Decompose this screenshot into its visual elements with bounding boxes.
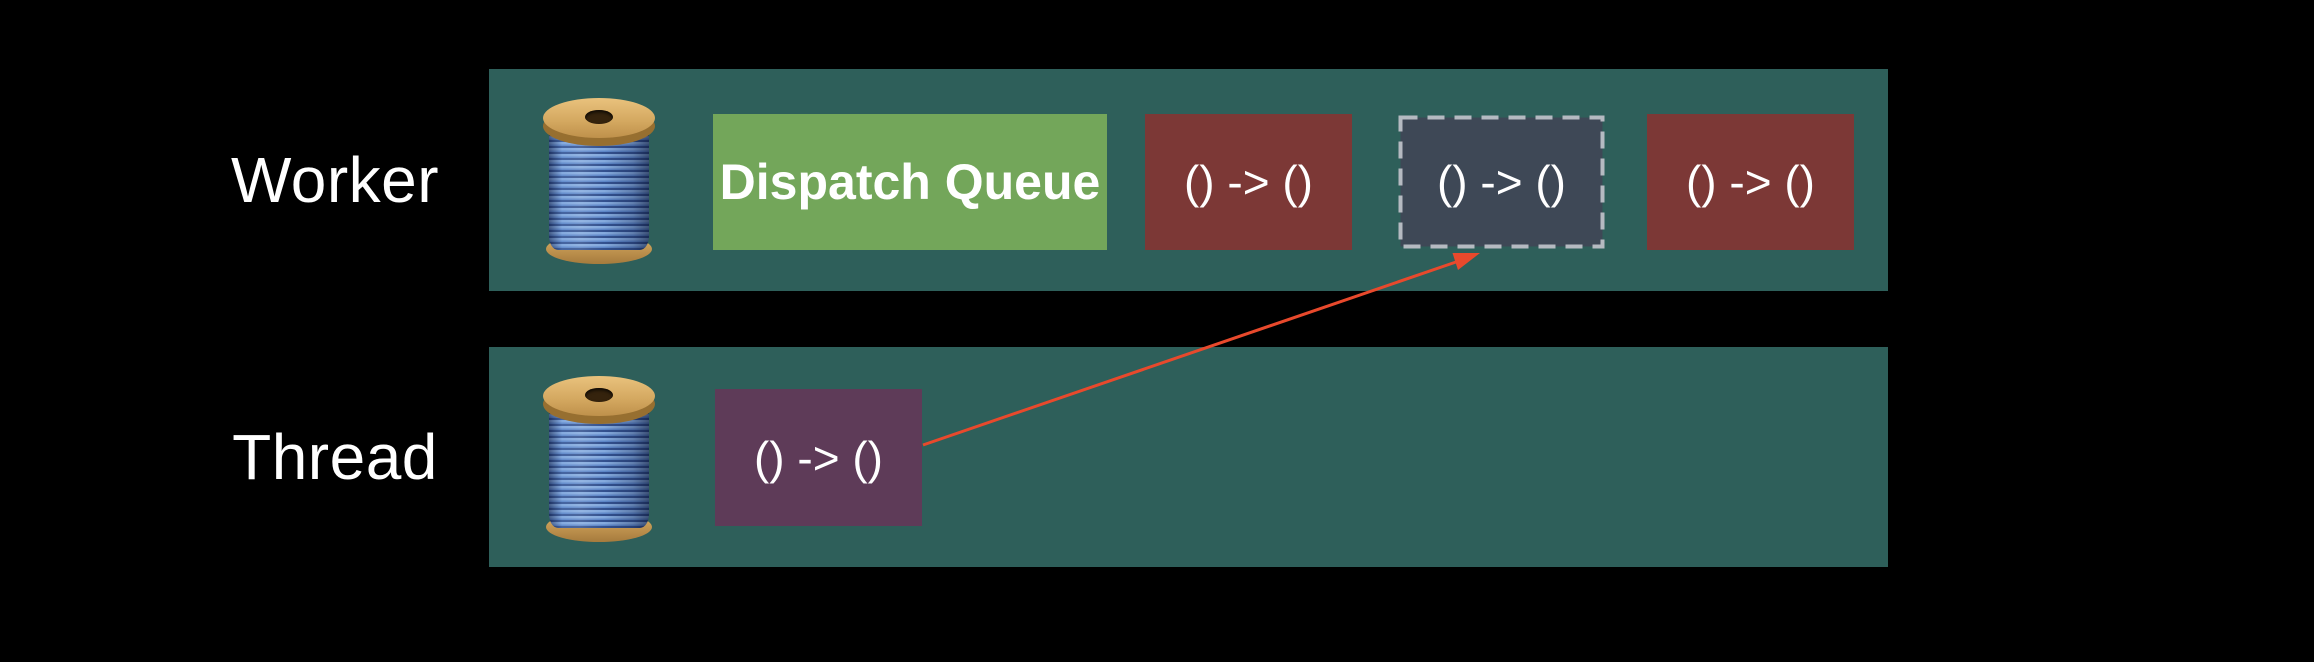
thread-work-item-label: () -> ()	[753, 431, 883, 484]
work-item-label: () -> ()	[1685, 156, 1815, 208]
work-item-box: () -> ()	[1145, 114, 1352, 250]
work-item-placeholder-box: () -> ()	[1398, 115, 1605, 249]
worker-lane-label: Worker	[230, 144, 440, 216]
work-item-placeholder-label: () -> ()	[1436, 156, 1566, 208]
thread-spool-icon	[543, 376, 655, 542]
thread-work-item-box: () -> ()	[715, 389, 922, 526]
dispatch-queue-label: Dispatch Queue	[719, 154, 1101, 210]
work-item-label: () -> ()	[1183, 156, 1313, 208]
dispatch-queue-box: Dispatch Queue	[713, 114, 1107, 250]
dashed-placeholder-outline	[1398, 115, 1605, 249]
work-item-box: () -> ()	[1647, 114, 1854, 250]
thread-spool-icon	[543, 98, 655, 264]
spool-hole	[585, 388, 613, 402]
spool-hole	[585, 110, 613, 124]
dashed-placeholder-rect	[1398, 115, 1605, 249]
thread-lane-band	[489, 347, 1888, 567]
thread-lane-label: Thread	[232, 421, 438, 493]
